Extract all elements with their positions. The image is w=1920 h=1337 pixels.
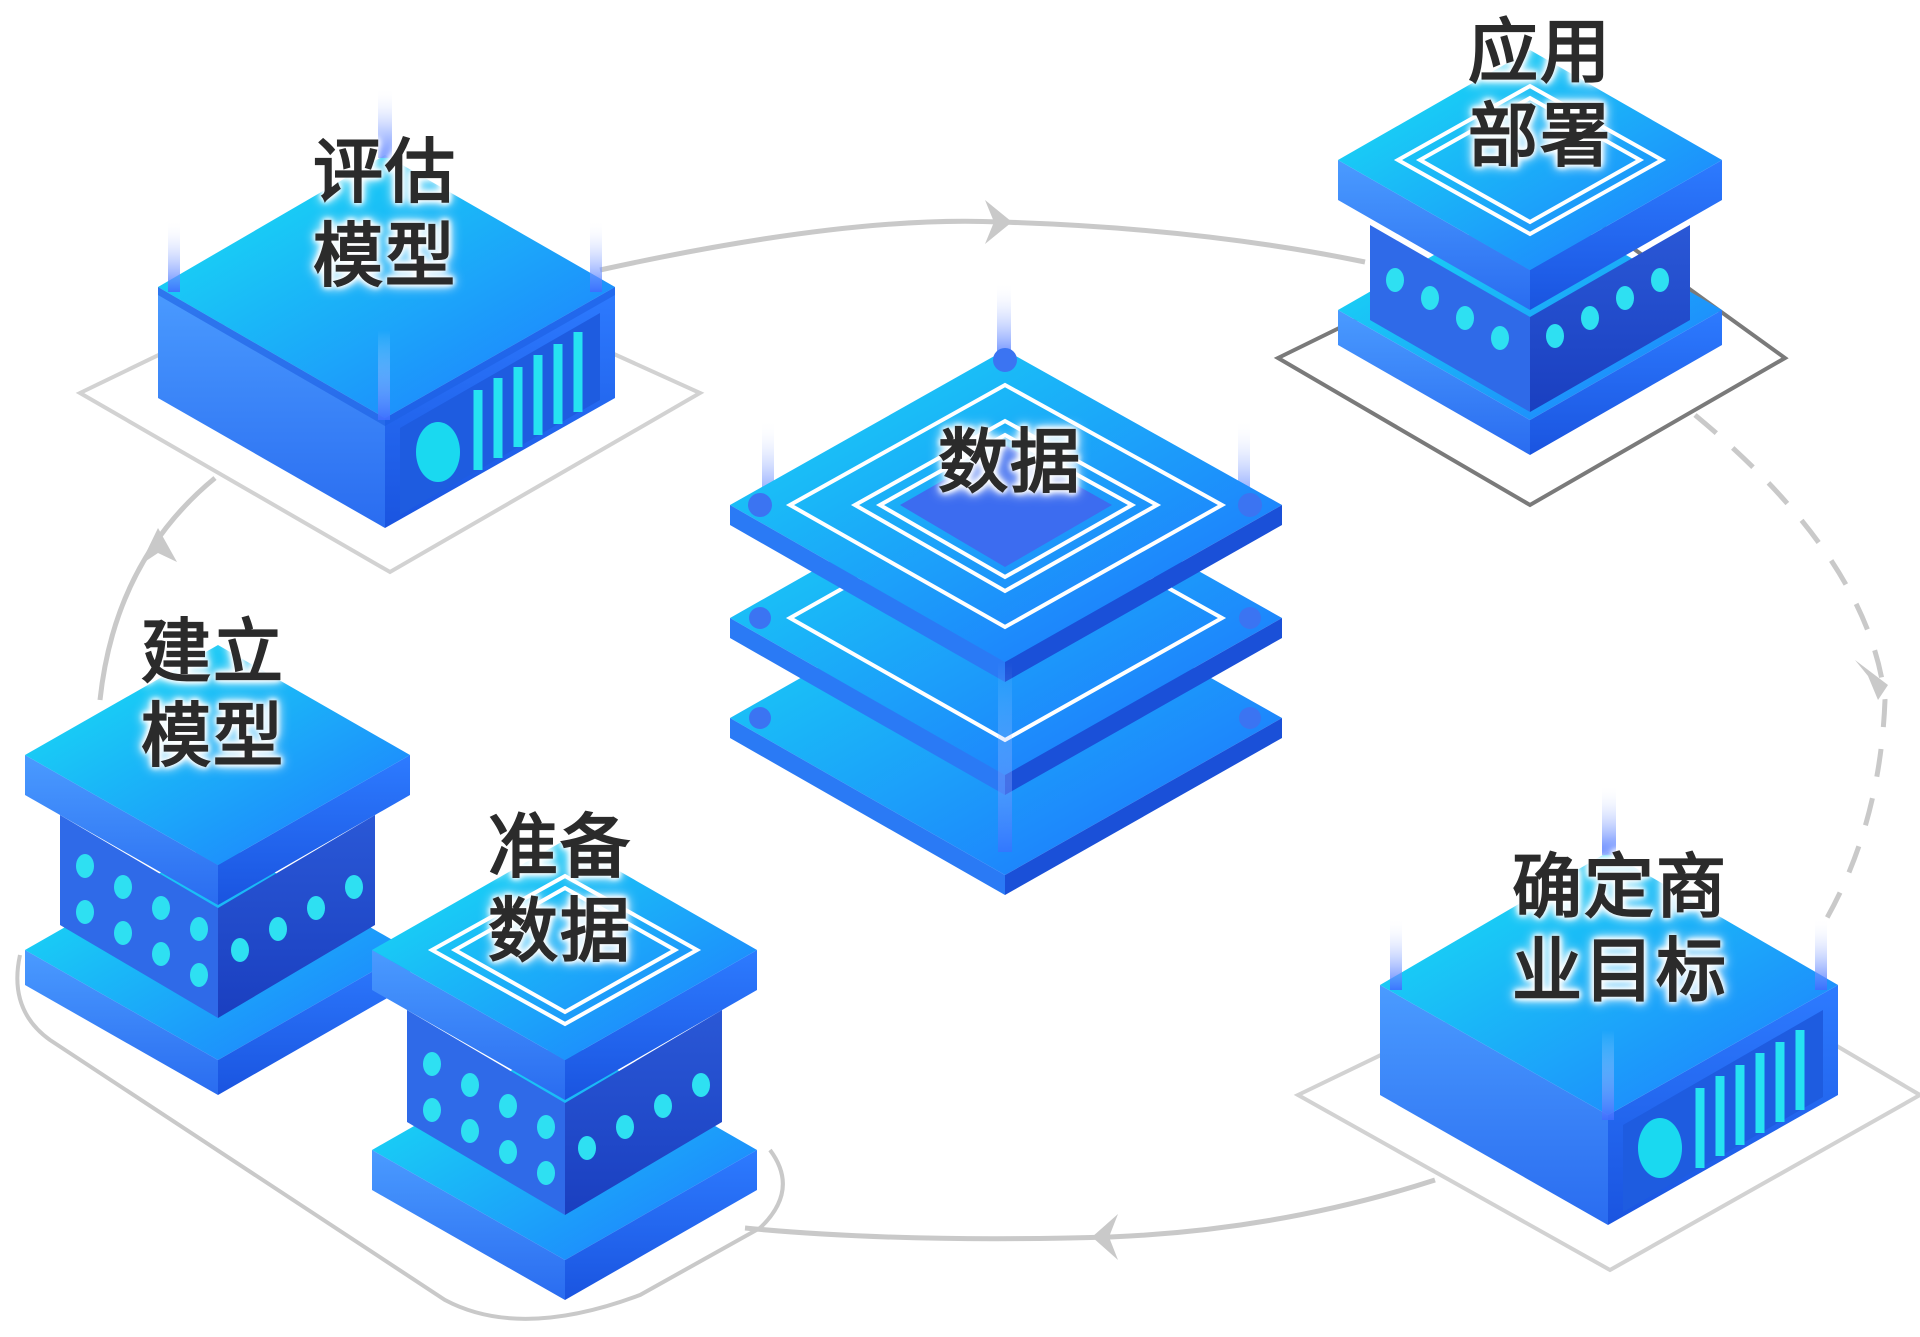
label-eval-line1: 评估 <box>313 131 457 213</box>
label-goal: 确定商 业目标 <box>1475 845 1765 1013</box>
node-eval-server <box>158 88 615 528</box>
label-eval: 评估 模型 <box>290 130 480 298</box>
label-build-line2: 模型 <box>141 695 285 777</box>
node-deploy-block <box>1338 50 1722 455</box>
arrow-right-icon <box>985 200 1012 244</box>
label-center-line1: 数据 <box>938 421 1082 503</box>
node-goal-server <box>1380 785 1838 1225</box>
arrow-up-icon <box>140 528 177 565</box>
server-icon <box>158 88 615 528</box>
server-block-icon <box>372 840 757 1300</box>
node-prepare-block <box>372 840 757 1300</box>
label-goal-line1: 确定商 <box>1512 846 1728 928</box>
label-deploy-line1: 应用 <box>1468 11 1612 93</box>
server-icon <box>1380 785 1838 1225</box>
node-build-block <box>25 645 410 1095</box>
cycle-arrows <box>140 200 1888 1260</box>
server-block-icon <box>1338 50 1722 455</box>
node-center-stack <box>730 282 1282 895</box>
label-prepare-line2: 数据 <box>488 890 632 972</box>
stacked-data-layers-icon <box>730 282 1282 895</box>
label-center: 数据 <box>920 420 1100 504</box>
arrow-down-icon <box>1855 660 1888 700</box>
label-prepare: 准备 数据 <box>465 805 655 973</box>
label-deploy-line2: 部署 <box>1468 95 1612 177</box>
label-deploy: 应用 部署 <box>1445 10 1635 178</box>
label-goal-line2: 业目标 <box>1512 930 1728 1012</box>
label-build-line1: 建立 <box>141 611 285 693</box>
label-build: 建立 模型 <box>118 610 308 778</box>
label-prepare-line1: 准备 <box>488 806 632 888</box>
arrow-left-icon <box>1092 1214 1118 1260</box>
label-eval-line2: 模型 <box>313 215 457 297</box>
server-block-icon <box>25 645 410 1095</box>
